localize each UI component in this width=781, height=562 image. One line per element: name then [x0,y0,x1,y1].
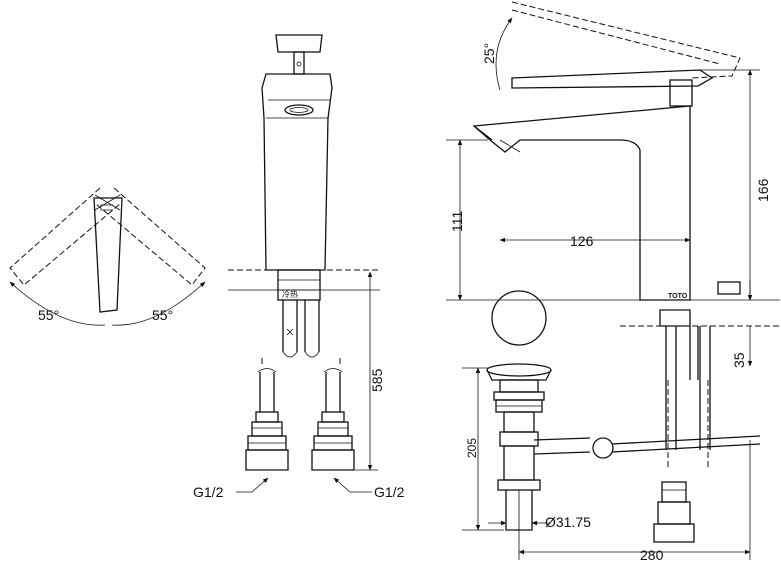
spout-reach-label: 126 [570,233,594,249]
total-height-label: 585 [369,368,385,392]
deck-thickness-label: 35 [731,352,747,368]
lever-angle-label: 25° [481,43,497,64]
left-angle-label: 55° [38,307,59,323]
drain-diameter-label: Ø31.75 [545,514,591,530]
brand-mark: TOTO [668,293,688,300]
faucet-height-label: 166 [755,178,771,202]
faucet-front-view: 冷热 585 G1/2 G1/2 [193,34,405,500]
right-angle-label: 55° [152,307,173,323]
spout-height-label: 111 [449,211,465,232]
tag-text: 冷热 [282,289,298,299]
thread-left-label: G1/2 [193,484,224,500]
drain-length-label: 205 [465,438,479,458]
rod-length-label: 280 [640,547,664,562]
lever-top-view: 55° 55° [9,187,206,326]
faucet-side-view: 25° TOTO 111 126 166 [446,1,780,543]
pop-up-drain: 205 Ø31.75 280 [462,363,761,562]
thread-right-label: G1/2 [374,484,405,500]
